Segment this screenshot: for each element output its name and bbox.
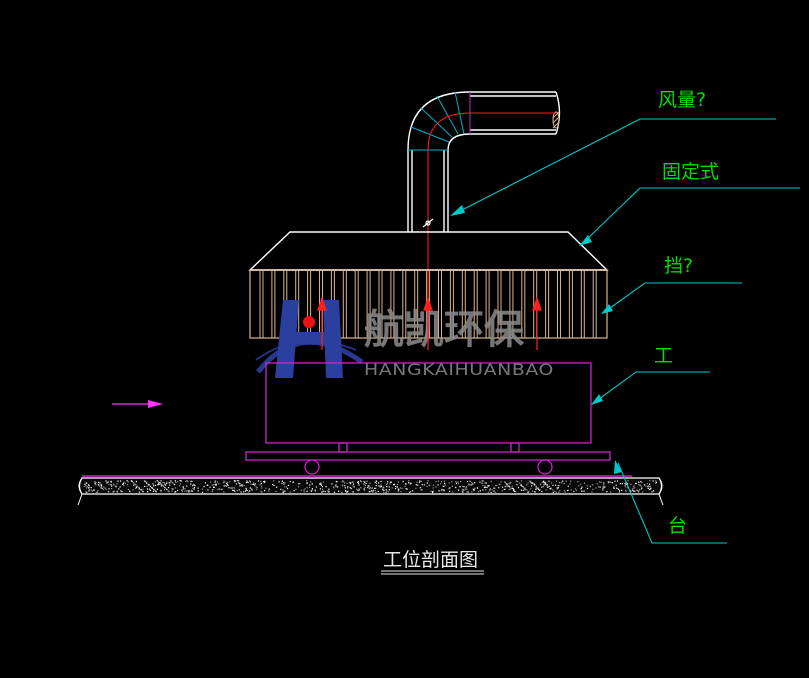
watermark-english: HANGKAIHUANBAO — [364, 360, 554, 379]
floor-hatch — [84, 480, 657, 494]
leader-lines — [459, 118, 800, 544]
watermark-logo — [255, 300, 364, 378]
label-airflow: 风量? — [658, 89, 706, 111]
duct-opening-hatch — [552, 111, 560, 129]
damper-icon — [422, 218, 434, 228]
label-baffle: 挡? — [664, 255, 693, 277]
floor-slab — [77, 475, 664, 506]
drawing-title: 工位剖面图 — [383, 549, 478, 571]
workbench-cart — [245, 442, 611, 475]
exhaust-duct — [407, 91, 561, 232]
suction-arrows — [317, 296, 542, 350]
label-platform: 台 — [668, 515, 687, 537]
inflow-arrow-icon — [112, 400, 163, 408]
label-fixed-hood: 固定式 — [662, 161, 719, 183]
watermark-chinese: 航凯环保 — [364, 307, 525, 353]
elbow-segments — [408, 91, 471, 151]
airflow-centerline — [427, 112, 556, 350]
workpiece-box — [265, 362, 592, 444]
label-workpiece: 工 — [654, 345, 673, 367]
leader-arrowheads — [450, 205, 622, 474]
